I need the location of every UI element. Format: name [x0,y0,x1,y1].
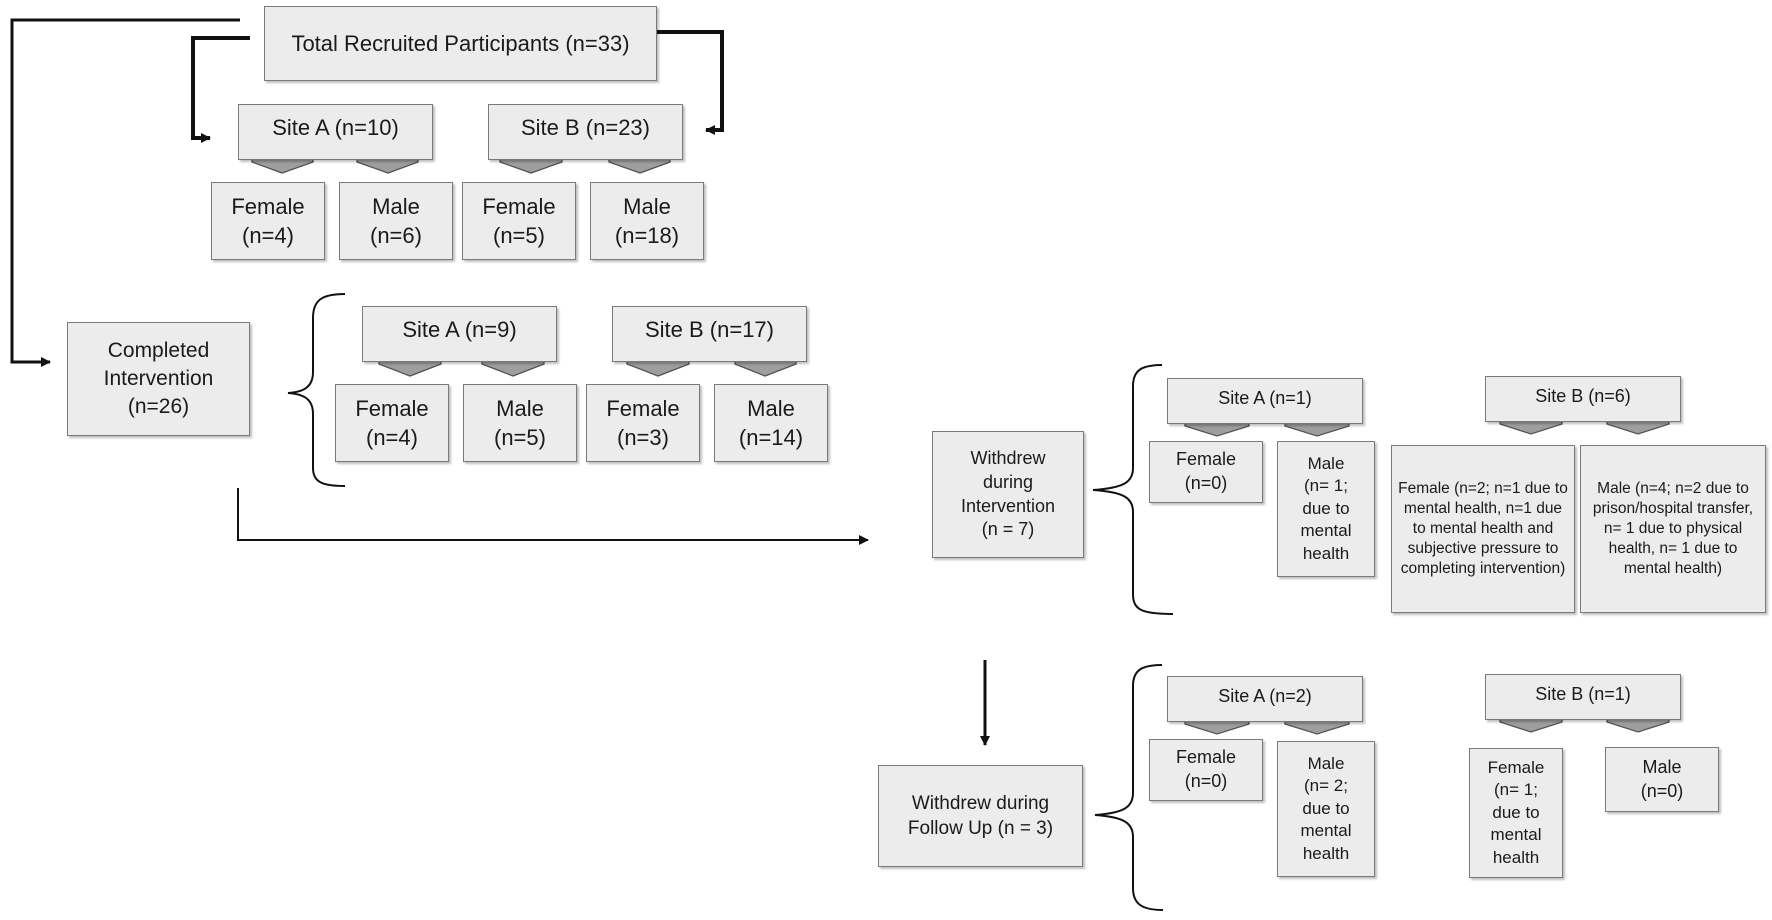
withdrew-intervention-label: Withdrew during Intervention (n = 7) [960,448,1056,540]
withdrew-intervention-box: Withdrew during Intervention (n = 7) [932,431,1084,558]
recruited-site-b-female-label: Female (n=5) [482,193,556,248]
wi-site-b-label: Site B (n=6) [1535,386,1631,406]
fu-site-a-male-label: Male (n= 2; due to mental health [1300,753,1352,863]
completed-site-b-male-box: Male (n=14) [714,384,828,462]
fu-site-b-male-label: Male (n=0) [1640,756,1684,801]
brace-withdrew-intervention [1092,364,1174,615]
fu-site-b-female-label: Female (n= 1; due to mental health [1487,757,1545,867]
wi-site-b-female-box: Female (n=2; n=1 due to mental health, n… [1391,445,1575,613]
withdrew-followup-label: Withdrew during Follow Up (n = 3) [907,792,1054,839]
recruited-site-a-female-label: Female (n=4) [231,193,305,248]
fu-site-a-female-label: Female (n=0) [1175,747,1237,791]
fu-site-a-male-box: Male (n= 2; due to mental health [1277,741,1375,877]
fu-site-b-female-box: Female (n= 1; due to mental health [1469,748,1563,878]
total-recruited-box: Total Recruited Participants (n=33) [264,6,657,81]
recruited-site-a-female-box: Female (n=4) [211,182,325,260]
recruited-site-a-box: Site A (n=10) [238,104,433,160]
completed-site-b-label: Site B (n=17) [644,317,774,342]
fu-site-a-box: Site A (n=2) [1167,676,1363,722]
wi-site-a-male-label: Male (n= 1; due to mental health [1300,453,1352,563]
fu-site-a-female-box: Female (n=0) [1149,739,1263,801]
brace-withdrew-followup [1094,664,1164,911]
wi-site-a-box: Site A (n=1) [1167,378,1363,424]
fu-site-b-male-box: Male (n=0) [1605,747,1719,812]
completed-intervention-label: Completed Intervention (n=26) [103,339,214,418]
wi-site-b-male-label: Male (n=4; n=2 due to prison/hospital tr… [1592,479,1754,578]
completed-site-a-male-label: Male (n=5) [494,395,546,450]
recruited-site-b-male-label: Male (n=18) [614,193,680,248]
completed-site-a-box: Site A (n=9) [362,306,557,362]
recruited-site-b-male-box: Male (n=18) [590,182,704,260]
completed-site-b-female-box: Female (n=3) [586,384,700,462]
connector-total-to-site-a [191,36,250,143]
wi-site-a-label: Site A (n=1) [1218,388,1312,408]
completed-site-a-female-box: Female (n=4) [335,384,449,462]
fu-site-b-label: Site B (n=1) [1535,684,1631,704]
completed-site-a-male-box: Male (n=5) [463,384,577,462]
connector-completed-to-withdrew [237,488,869,545]
completed-site-a-label: Site A (n=9) [402,317,517,342]
withdrew-followup-box: Withdrew during Follow Up (n = 3) [878,765,1083,867]
recruited-site-a-label: Site A (n=10) [272,115,399,140]
brace-completed [287,293,346,487]
wi-site-b-male-box: Male (n=4; n=2 due to prison/hospital tr… [1580,445,1766,613]
completed-site-a-female-label: Female (n=4) [355,395,429,450]
completed-site-b-male-label: Male (n=14) [738,395,804,450]
wi-site-a-female-label: Female (n=0) [1175,449,1237,493]
recruited-site-b-box: Site B (n=23) [488,104,683,160]
fu-site-a-label: Site A (n=2) [1218,686,1312,706]
completed-site-b-box: Site B (n=17) [612,306,807,362]
recruited-site-b-label: Site B (n=23) [520,115,650,140]
fu-site-b-box: Site B (n=1) [1485,674,1681,720]
wi-site-a-male-box: Male (n= 1; due to mental health [1277,441,1375,577]
completed-intervention-box: Completed Intervention (n=26) [67,322,250,436]
total-recruited-label: Total Recruited Participants (n=33) [291,30,630,56]
wi-site-a-female-box: Female (n=0) [1149,441,1263,503]
wi-site-b-box: Site B (n=6) [1485,376,1681,422]
recruited-site-a-male-box: Male (n=6) [339,182,453,260]
recruited-site-a-male-label: Male (n=6) [370,193,422,248]
connector-total-to-site-b [655,30,724,135]
recruited-site-b-female-box: Female (n=5) [462,182,576,260]
completed-site-b-female-label: Female (n=3) [606,395,680,450]
wi-site-b-female-label: Female (n=2; n=1 due to mental health, n… [1398,479,1568,578]
connector-total-to-completed [10,18,240,367]
